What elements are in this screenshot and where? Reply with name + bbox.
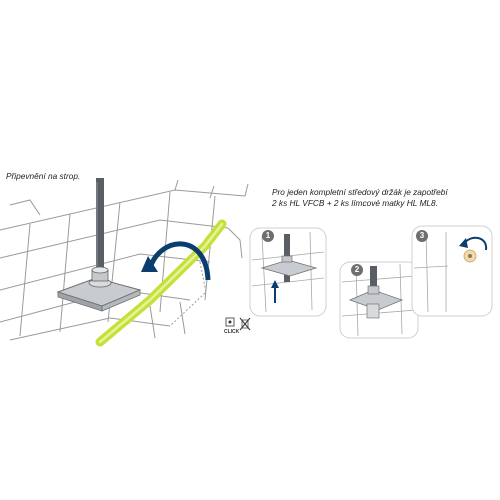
mount-caption: Připevnění na strop. [6,171,81,181]
step3-panel [411,225,493,317]
click-label: CLICK [224,329,240,335]
clamp-plate [56,277,142,312]
requirement-caption: Pro jeden kompletní středový držák je za… [272,187,448,209]
step3-badge: 3 [416,230,428,242]
rotate-arrow-icon [141,241,211,281]
step2-panel [339,261,419,339]
step1-panel [249,227,327,317]
step2-badge: 2 [351,264,363,276]
step1-badge: 1 [262,230,274,242]
collar-nut [88,266,112,288]
click-icon [225,317,235,327]
no-tool-icon [239,317,251,331]
